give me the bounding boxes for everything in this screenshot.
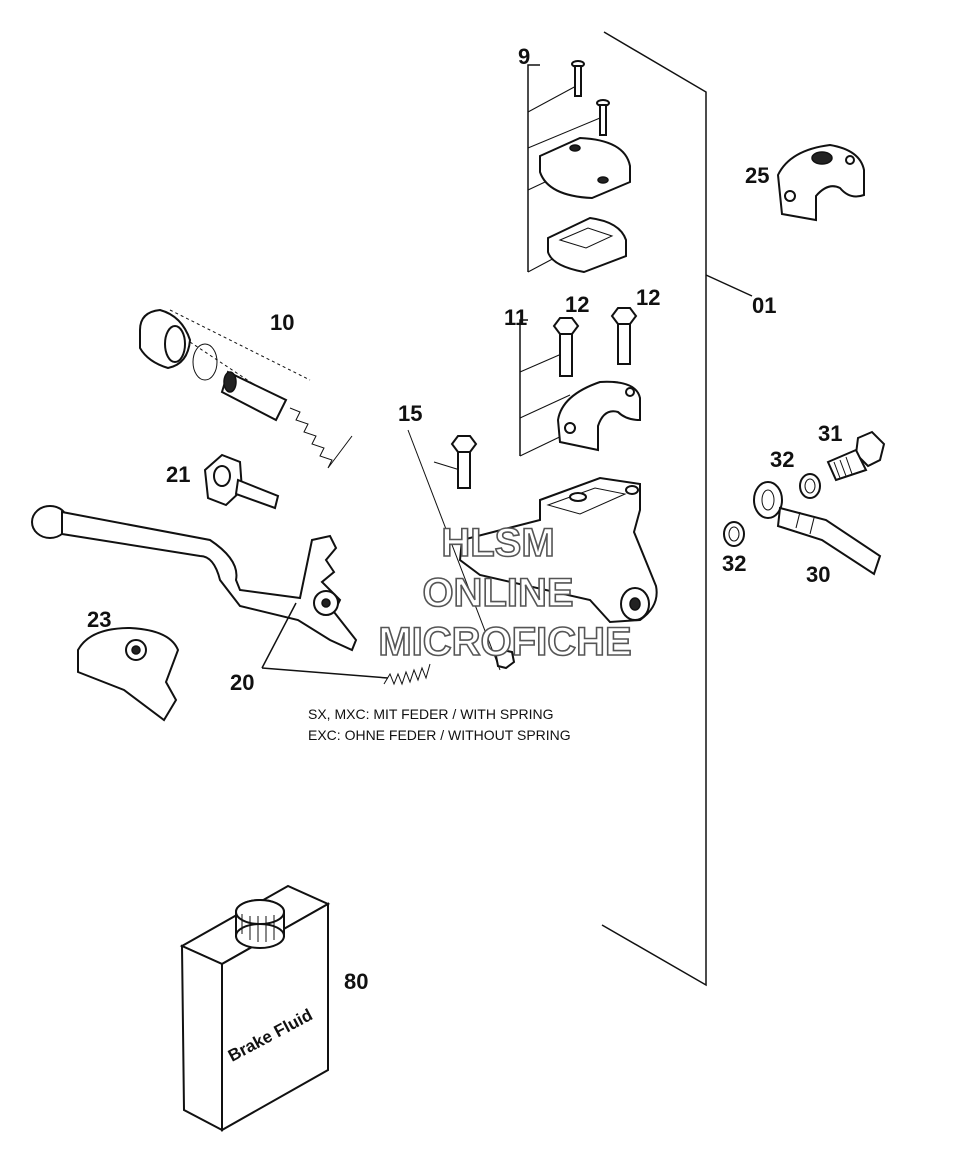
callout-21: 21 [166,462,190,487]
master-cylinder-body [458,476,658,624]
callout-10: 10 [270,310,294,335]
callout-15: 15 [398,401,422,426]
callout-31: 31 [818,421,842,446]
callout-01: 01 [752,293,776,318]
callout-80: 80 [344,969,368,994]
banjo-bolt-31 [826,430,886,482]
reservoir-cover-group [527,60,631,274]
washer-32-upper [799,473,821,499]
handlebar-clamp [556,380,641,452]
screw-9b [596,99,610,136]
bolt-12b [610,307,638,365]
callout-23: 23 [87,607,111,632]
note-with-spring: SX, MXC: MIT FEDER / WITH SPRING [308,706,554,722]
clamp-25 [776,143,865,222]
callout-12-right: 12 [636,285,660,310]
pivot-nut [494,648,516,670]
reservoir-cover [539,136,631,200]
bolt-12a [552,317,580,377]
banjo-fitting-group [723,430,886,576]
callout-25: 25 [745,163,769,188]
note-without-spring: EXC: OHNE FEDER / WITHOUT SPRING [308,727,571,743]
callout-32-upper: 32 [770,447,794,472]
watermark-line-1: HLSM [441,521,554,565]
callout-30: 30 [806,562,830,587]
callout-9: 9 [518,44,530,69]
washer-32-lower [723,521,745,547]
circlip [192,343,218,381]
clamp-bolt-group [519,307,641,457]
return-spring [289,407,353,469]
pivot-bolt-15 [407,429,516,671]
assembly-bracket [601,31,753,987]
callout-12-left: 12 [565,292,589,317]
watermark-line-3: MICROFICHE [378,620,631,664]
watermark-line-2: ONLINE [422,571,573,615]
adjuster-21 [203,453,280,510]
piston-kit-10 [139,308,353,469]
reservoir-diaphragm [547,216,627,274]
callout-11: 11 [504,305,527,330]
brake-fluid-bottle: Brake Fluid [179,884,331,1132]
lever-spring [383,663,431,686]
screw-9a [571,60,585,97]
brake-hose-30 [753,481,882,576]
lever-guard-23 [77,626,180,722]
callout-32-lower: 32 [722,551,746,576]
callout-20: 20 [230,670,254,695]
brake-lever-20 [31,505,431,686]
